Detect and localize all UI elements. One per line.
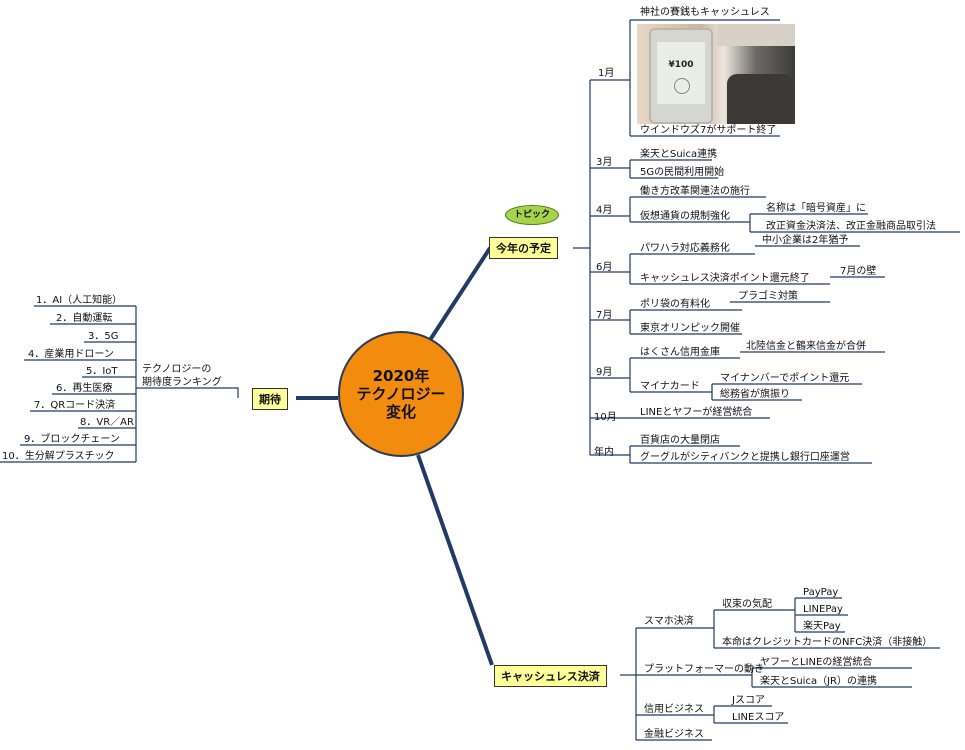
month-jan[interactable]: 1月	[598, 68, 615, 79]
smartphone-payment-photo: ¥100	[637, 24, 795, 124]
jan-item-2[interactable]: ウインドウズ7がサポート終了	[640, 125, 777, 136]
rank-9[interactable]: 9．ブロックチェーン	[24, 434, 120, 445]
month-jul[interactable]: 7月	[596, 310, 613, 321]
mar-item-1[interactable]: 楽天とSuica連携	[640, 149, 718, 160]
linepay-item[interactable]: LINEPay	[803, 604, 843, 615]
mar-item-2[interactable]: 5Gの民間利用開始	[640, 167, 725, 178]
linescore-item[interactable]: LINEスコア	[732, 712, 785, 723]
sep-sub-3[interactable]: 総務省が旗振り	[720, 389, 790, 400]
central-topic-line2: テクノロジー	[356, 385, 446, 403]
phone-screen: ¥100	[657, 42, 705, 104]
finance-business-node[interactable]: 金融ビジネス	[644, 729, 704, 740]
cashless-branch[interactable]: キャッシュレス決済	[494, 665, 607, 687]
paypay-item[interactable]: PayPay	[803, 587, 839, 598]
jun-sub-1[interactable]: 中小企業は2年猶予	[762, 235, 849, 246]
rank-1[interactable]: 1．AI（人工知能）	[36, 295, 123, 306]
phone-amount: ¥100	[668, 60, 694, 70]
rakutenpay-item[interactable]: 楽天Pay	[803, 621, 841, 632]
rank-10[interactable]: 10．生分解プラスチック	[2, 451, 115, 462]
month-apr[interactable]: 4月	[596, 205, 613, 216]
oct-item-1[interactable]: LINEとヤフーが経営統合	[640, 407, 753, 418]
rank-2[interactable]: 2．自動運転	[56, 313, 113, 324]
jscore-item[interactable]: Jスコア	[732, 695, 765, 706]
convergence-node[interactable]: 収束の気配	[722, 599, 772, 610]
rank-6[interactable]: 6．再生医療	[56, 383, 113, 394]
apr-item-2[interactable]: 仮想通貨の規制強化	[640, 211, 730, 222]
smartphone-payment-node[interactable]: スマホ決済	[644, 616, 694, 627]
rank-8[interactable]: 8．VR／AR	[80, 417, 134, 428]
smartphone-icon: ¥100	[649, 28, 713, 124]
sep-sub-1[interactable]: 北陸信金と鶴来信金が合併	[746, 341, 866, 352]
central-topic-line1: 2020年	[372, 367, 430, 385]
sep-item-2[interactable]: マイナカード	[640, 381, 700, 392]
jul-item-2[interactable]: 東京オリンピック開催	[640, 323, 740, 334]
shrine-visitors	[727, 74, 793, 124]
year-end-item-1[interactable]: 百貨店の大量閉店	[640, 435, 720, 446]
jul-item-1[interactable]: ポリ袋の有料化	[640, 299, 710, 310]
jun-item-1[interactable]: パワハラ対応義務化	[640, 243, 730, 254]
apr-sub-1[interactable]: 名称は「暗号資産」に	[766, 203, 866, 214]
platform-node[interactable]: プラットフォーマーの動き	[644, 664, 764, 675]
month-oct[interactable]: 10月	[594, 412, 617, 423]
rank-5[interactable]: 5．IoT	[86, 366, 118, 377]
ranking-node-line1: テクノロジーの	[142, 364, 212, 375]
rank-7[interactable]: 7．QRコード決済	[34, 400, 116, 411]
month-sep[interactable]: 9月	[596, 367, 613, 378]
expectations-branch[interactable]: 期待	[252, 388, 288, 410]
jan-item-1[interactable]: 神社の賽銭もキャッシュレス	[640, 7, 770, 18]
nfc-main-item[interactable]: 本命はクレジットカードのNFC決済（非接触）	[722, 637, 933, 648]
sep-sub-2[interactable]: マイナンバーでポイント還元	[720, 373, 850, 384]
jul-sub-1[interactable]: プラゴミ対策	[738, 291, 798, 302]
jun-item-2[interactable]: キャッシュレス決済ポイント還元終了	[640, 273, 810, 284]
apr-item-1[interactable]: 働き方改革関連法の施行	[640, 186, 750, 197]
central-topic-line3: 変化	[385, 403, 416, 421]
shrine-roof	[717, 24, 795, 46]
platform-item-1[interactable]: ヤフーとLINEの経営統合	[760, 657, 873, 668]
ranking-node-line2: 期待度ランキング	[142, 377, 222, 388]
topic-badge: トピック	[505, 205, 559, 225]
month-jun[interactable]: 6月	[596, 262, 613, 273]
year-end-item-2[interactable]: グーグルがシティバンクと提携し銀行口座運営	[640, 452, 850, 463]
rank-3[interactable]: 3．5G	[88, 331, 119, 342]
month-mar[interactable]: 3月	[596, 157, 613, 168]
rank-4[interactable]: 4．産業用ドローン	[28, 349, 114, 360]
check-icon	[674, 78, 690, 94]
jun-sub-2[interactable]: 7月の壁	[840, 266, 877, 277]
credit-business-node[interactable]: 信用ビジネス	[644, 704, 704, 715]
schedule-branch[interactable]: 今年の予定	[489, 237, 558, 259]
platform-item-2[interactable]: 楽天とSuica（JR）の連携	[760, 676, 877, 687]
sep-item-1[interactable]: はくさん信用金庫	[640, 347, 720, 358]
apr-sub-2[interactable]: 改正資金決済法、改正金融商品取引法	[766, 221, 936, 232]
month-year-end[interactable]: 年内	[594, 447, 614, 458]
ranking-node[interactable]: テクノロジーの 期待度ランキング	[142, 363, 222, 389]
central-topic[interactable]: 2020年 テクノロジー 変化	[338, 331, 464, 457]
